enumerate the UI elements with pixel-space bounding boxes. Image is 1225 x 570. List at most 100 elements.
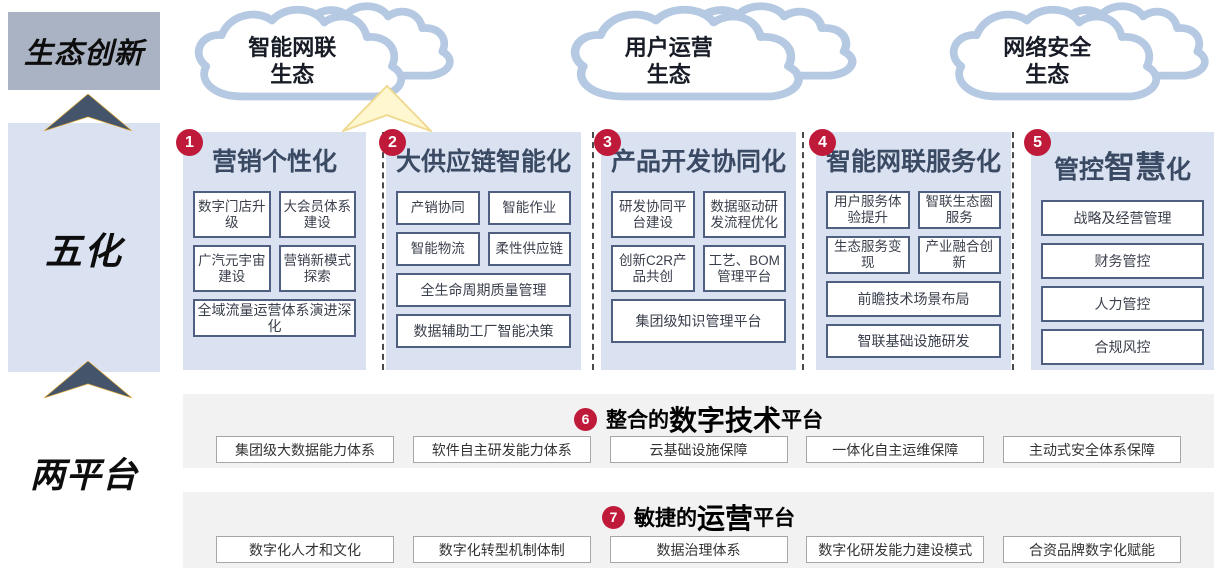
- capability-label: 创新C2R产品共创: [619, 252, 687, 284]
- capability-label: 研发协同平台建设: [619, 198, 687, 230]
- capability-label: 全域流量运营体系演进深化: [197, 302, 352, 334]
- column-title-text: 智能网联服务化: [826, 148, 1002, 176]
- cloud-icon: [194, 2, 454, 101]
- platform-item-label: 数字化转型机制体制: [438, 541, 565, 558]
- platform-item-label: 数字化人才和文化: [249, 541, 361, 558]
- up-arrow-icon: [44, 94, 132, 131]
- capability-box: 研发协同平台建设: [611, 191, 695, 238]
- cloud-label-line1: 网络安全: [1003, 35, 1092, 60]
- capability-box: 产销协同: [395, 191, 480, 225]
- column-title: 大供应链智能化: [396, 142, 571, 178]
- platform-item-label: 软件自主研发能力体系: [431, 441, 572, 458]
- agile-operation-platform-bar: 7 敏捷的运营平台 数字化人才和文化 数字化转型机制体制 数据治理体系 数字化研…: [183, 492, 1214, 568]
- cloud-label-line2: 生态: [1025, 62, 1070, 87]
- capability-box: 智能作业: [487, 191, 572, 225]
- column-number-badge: 1: [176, 129, 203, 156]
- platform-item-label: 数字化研发能力建设模式: [818, 541, 973, 558]
- cloud-label: 用户运营 生态: [560, 34, 778, 88]
- capability-label: 生态服务变现: [834, 239, 902, 270]
- bar-number-badge: 7: [601, 505, 625, 529]
- bar-title-text: 平台: [781, 409, 823, 432]
- column-title-big: 智慧: [1104, 150, 1167, 185]
- capability-box: 智联基础设施研发: [826, 324, 1002, 358]
- capability-label: 产销协同: [410, 200, 465, 215]
- capability-box: 柔性供应链: [487, 232, 572, 266]
- bar-title-big: 数字技术: [668, 405, 781, 436]
- bar-title-text: 平台: [753, 507, 795, 530]
- two-platforms-box: 两平台: [8, 385, 160, 560]
- cloud-icon: [570, 2, 857, 101]
- column-title: 营销个性化: [193, 142, 356, 178]
- digital-tech-platform-bar: 6 整合的数字技术平台 集团级大数据能力体系 软件自主研发能力体系 云基础设施保…: [183, 394, 1214, 468]
- bar-items: 集团级大数据能力体系 软件自主研发能力体系 云基础设施保障 一体化自主运维保障 …: [183, 436, 1214, 463]
- bar-number-badge: 6: [573, 407, 597, 431]
- capability-box: 前瞻技术场景布局: [826, 281, 1002, 317]
- cloud-label: 网络安全 生态: [940, 34, 1155, 88]
- capability-label: 数据辅助工厂智能决策: [413, 323, 554, 339]
- capability-label: 大会员体系建设: [283, 198, 352, 230]
- capability-label: 战略及经营管理: [1073, 210, 1172, 226]
- capability-box: 产业融合创新: [917, 236, 1002, 274]
- two-platforms-label: 两平台: [29, 456, 138, 495]
- capability-box: 广汽元宇宙建设: [193, 245, 271, 292]
- capability-box: 财务管控: [1041, 243, 1205, 279]
- column-title: 产品开发协同化: [611, 142, 786, 178]
- capability-label: 柔性供应链: [495, 241, 564, 256]
- pillar-columns: 1 营销个性化 数字门店升级 大会员体系建设 广汽元宇宙建设 营销新模式探索 全…: [176, 129, 1215, 370]
- platform-item-box: 数据治理体系: [609, 536, 788, 563]
- bar-items: 数字化人才和文化 数字化转型机制体制 数据治理体系 数字化研发能力建设模式 合资…: [183, 536, 1214, 563]
- column-title: 管控智慧化: [1041, 142, 1204, 187]
- capability-label: 数据驱动研发流程优化: [710, 198, 779, 230]
- capability-label: 营销新模式探索: [283, 252, 352, 284]
- capability-label: 智能作业: [502, 200, 557, 215]
- capability-box: 合规风控: [1041, 329, 1205, 365]
- cloud-cyber-security-ecosystem: 网络安全 生态: [940, 2, 1225, 114]
- capability-label: 前瞻技术场景布局: [857, 291, 970, 307]
- capability-label: 广汽元宇宙建设: [198, 252, 266, 284]
- capability-label: 集团级知识管理平台: [635, 313, 762, 329]
- column-divider: [592, 132, 594, 370]
- bar-title: 7 敏捷的运营平台: [183, 497, 1214, 537]
- eco-innovation-label: 生态创新: [23, 38, 144, 70]
- column-number-badge: 2: [378, 129, 406, 156]
- platform-item-box: 数字化人才和文化: [216, 536, 394, 563]
- capability-box: 集团级知识管理平台: [611, 299, 787, 343]
- column-number-badge: 5: [1024, 129, 1052, 156]
- platform-item-box: 数字化研发能力建设模式: [806, 536, 985, 563]
- column-title-text: 化: [1166, 156, 1192, 184]
- capability-box: 大会员体系建设: [278, 191, 356, 238]
- column-divider: [802, 132, 804, 370]
- platform-item-label: 数据治理体系: [656, 541, 741, 558]
- capability-box: 数字门店升级: [193, 191, 271, 238]
- capability-box: 战略及经营管理: [1041, 200, 1205, 236]
- platform-item-box: 集团级大数据能力体系: [216, 436, 394, 463]
- column-title-text: 产品开发协同化: [611, 148, 787, 176]
- bar-title-text: 整合的: [605, 409, 669, 432]
- platform-item-box: 云基础设施保障: [609, 436, 788, 463]
- platform-item-label: 云基础设施保障: [649, 441, 748, 458]
- cloud-label: 智能网联 生态: [185, 34, 400, 88]
- capability-box: 工艺、BOM管理平台: [702, 245, 787, 292]
- capability-box: 智联生态圈服务: [917, 191, 1002, 229]
- pillar-column-marketing: 1 营销个性化 数字门店升级 大会员体系建设 广汽元宇宙建设 营销新模式探索 全…: [176, 129, 366, 370]
- capability-label: 用户服务体验提升: [834, 194, 902, 225]
- pillar-column-smart-governance: 5 管控智慧化 战略及经营管理 财务管控 人力管控 合规风控: [1024, 129, 1215, 370]
- yellow-up-arrow-icon: [341, 84, 433, 133]
- capability-box: 智能物流: [395, 232, 480, 266]
- capability-label: 智能物流: [410, 241, 465, 256]
- capability-label: 人力管控: [1094, 296, 1151, 312]
- platform-item-box: 合资品牌数字化赋能: [1003, 536, 1181, 563]
- platform-item-box: 主动式安全体系保障: [1003, 436, 1181, 463]
- capability-label: 数字门店升级: [198, 198, 266, 230]
- pillar-column-smart-iov-service: 4 智能网联服务化 用户服务体验提升 智联生态圈服务 生态服务变现 产业融合创新…: [809, 129, 1012, 370]
- column-number-badge: 3: [594, 129, 621, 156]
- platform-item-label: 主动式安全体系保障: [1029, 441, 1155, 458]
- column-title-text: 大供应链智能化: [395, 148, 571, 176]
- capability-box: 营销新模式探索: [278, 245, 356, 292]
- cloud-user-operation-ecosystem: 用户运营 生态: [560, 2, 880, 114]
- platform-item-label: 集团级大数据能力体系: [235, 441, 375, 458]
- capability-box: 人力管控: [1041, 286, 1205, 322]
- cloud-icon: [949, 2, 1209, 101]
- column-divider: [382, 132, 384, 370]
- column-number-badge: 4: [809, 129, 837, 156]
